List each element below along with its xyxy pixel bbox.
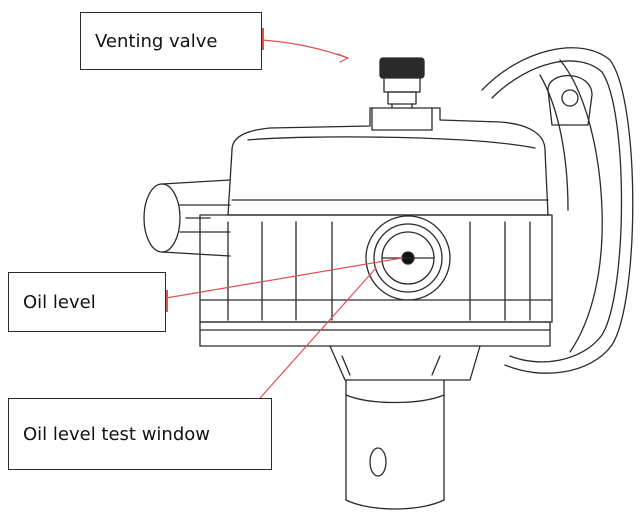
venting-valve-text: Venting valve	[95, 30, 218, 52]
venting-label-marker	[261, 28, 264, 50]
side-shaft	[143, 179, 231, 257]
venting-valve	[371, 57, 433, 131]
oil-level-label: Oil level	[8, 272, 166, 332]
oil-level-test-window-label: Oil level test window	[8, 398, 272, 470]
leader-lines	[165, 39, 403, 416]
main-housing	[199, 214, 553, 323]
base-flange	[199, 321, 551, 347]
oil-level-test-window-text: Oil level test window	[23, 423, 210, 445]
oil-level-label-marker	[165, 290, 168, 312]
leader-venting-arrow	[337, 53, 349, 63]
leader-venting-valve	[261, 39, 349, 59]
oil-level-text: Oil level	[23, 291, 96, 313]
top-cover	[227, 107, 551, 216]
leader-oil-level	[165, 257, 403, 299]
leader-oil-window	[244, 267, 377, 416]
venting-valve-label: Venting valve	[80, 12, 262, 70]
output-shaft	[329, 345, 481, 510]
motor-flange	[481, 47, 634, 374]
oil-level-window	[365, 215, 451, 301]
